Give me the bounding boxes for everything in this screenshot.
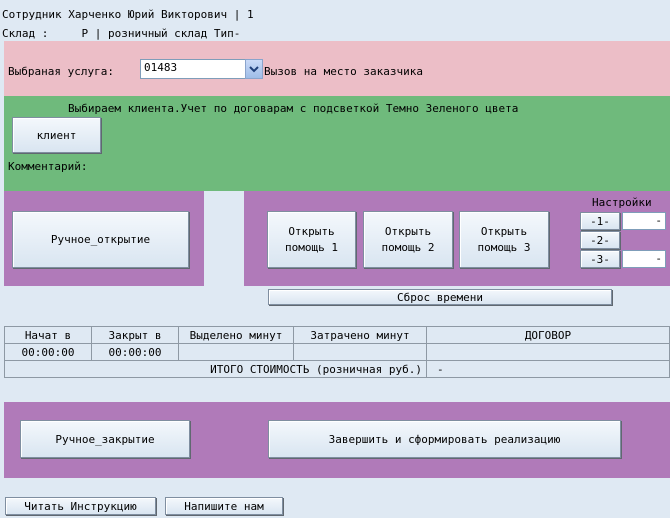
cell-started: 00:00:00 bbox=[4, 343, 92, 361]
header-closed: Закрыт в bbox=[91, 326, 179, 344]
manual-open-button[interactable]: Ручное_открытие bbox=[12, 211, 189, 268]
finish-button[interactable]: Завершить и сформировать реализацию bbox=[268, 420, 621, 458]
close-panel: Ручное_закрытие Завершить и сформировать… bbox=[4, 402, 670, 478]
service-label: Выбраная услуга: bbox=[8, 65, 114, 78]
write-us-label: Напишите нам bbox=[184, 499, 264, 513]
help-panel: Открыть помощь 1 Открыть помощь 2 Открыт… bbox=[244, 191, 670, 286]
reset-time-label: Сброс времени bbox=[396, 290, 484, 304]
warehouse-label: Склад : Р | розничный склад Тип- bbox=[2, 27, 241, 40]
cell-contract bbox=[426, 343, 670, 361]
settings-3-label: -3- bbox=[590, 252, 610, 266]
service-select-value: 01483 bbox=[144, 61, 178, 74]
client-button-label: клиент bbox=[36, 128, 77, 142]
cell-allocated bbox=[178, 343, 294, 361]
help-2-line1: Открыть bbox=[384, 224, 432, 238]
header-contract: ДОГОВОР bbox=[426, 326, 670, 344]
manual-close-button[interactable]: Ручное_закрытие bbox=[20, 420, 190, 458]
settings-3-value: - bbox=[655, 252, 662, 265]
help-1-button[interactable]: Открыть помощь 1 bbox=[267, 211, 356, 268]
service-dropdown-button[interactable] bbox=[245, 59, 263, 79]
settings-1-button[interactable]: -1- bbox=[580, 212, 620, 230]
settings-2-button[interactable]: -2- bbox=[580, 231, 620, 249]
help-3-line2: помощь 3 bbox=[477, 240, 531, 254]
settings-3-field[interactable]: - bbox=[622, 250, 666, 268]
comment-label: Комментарий: bbox=[8, 160, 88, 173]
service-panel: Выбраная услуга: 01483 Вызов на место за… bbox=[4, 41, 670, 96]
finish-label: Завершить и сформировать реализацию bbox=[328, 432, 561, 446]
help-1-line2: помощь 1 bbox=[285, 240, 338, 254]
settings-3-button[interactable]: -3- bbox=[580, 250, 620, 268]
cell-spent bbox=[293, 343, 427, 361]
table-total-row: ИТОГО СТОИМОСТЬ (розничная руб.) - bbox=[4, 360, 670, 378]
total-value: - bbox=[426, 360, 670, 378]
total-label: ИТОГО СТОИМОСТЬ (розничная руб.) bbox=[4, 360, 427, 378]
cell-closed: 00:00:00 bbox=[91, 343, 179, 361]
settings-title: Настройки bbox=[592, 196, 652, 209]
settings-1-label: -1- bbox=[590, 214, 610, 228]
table-row: 00:00:00 00:00:00 bbox=[4, 343, 670, 361]
settings-1-value: - bbox=[655, 214, 662, 227]
table-header-row: Начат в Закрыт в Выделено минут Затрачен… bbox=[4, 326, 670, 344]
client-panel: Выбираем клиента.Учет по договарам с под… bbox=[4, 96, 670, 191]
chevron-down-icon bbox=[249, 66, 259, 73]
service-select[interactable]: 01483 bbox=[140, 59, 248, 79]
client-hint: Выбираем клиента.Учет по договарам с под… bbox=[68, 102, 519, 115]
manual-open-label: Ручное_открытие bbox=[50, 233, 151, 246]
settings-2-label: -2- bbox=[590, 233, 610, 247]
client-button[interactable]: клиент bbox=[12, 117, 101, 153]
read-instructions-label: Читать Инструкцию bbox=[24, 499, 137, 513]
write-us-button[interactable]: Напишите нам bbox=[165, 497, 283, 515]
service-description: Вызов на место заказчика bbox=[264, 65, 423, 78]
help-2-button[interactable]: Открыть помощь 2 bbox=[363, 211, 453, 268]
header-spent: Затрачено минут bbox=[293, 326, 427, 344]
settings-1-field[interactable]: - bbox=[622, 212, 666, 230]
help-3-button[interactable]: Открыть помощь 3 bbox=[459, 211, 549, 268]
time-table: Начат в Закрыт в Выделено минут Затрачен… bbox=[4, 326, 670, 378]
reset-time-button[interactable]: Сброс времени bbox=[268, 289, 612, 305]
header-started: Начат в bbox=[4, 326, 92, 344]
employee-label: Сотрудник Харченко Юрий Викторович | 1 bbox=[2, 8, 254, 21]
help-3-line1: Открыть bbox=[480, 224, 528, 238]
help-2-line2: помощь 2 bbox=[381, 240, 435, 254]
manual-close-label: Ручное_закрытие bbox=[55, 432, 155, 446]
manual-open-panel: Ручное_открытие bbox=[4, 191, 204, 286]
header-allocated: Выделено минут bbox=[178, 326, 294, 344]
help-1-line1: Открыть bbox=[288, 224, 335, 238]
read-instructions-button[interactable]: Читать Инструкцию bbox=[5, 497, 156, 515]
